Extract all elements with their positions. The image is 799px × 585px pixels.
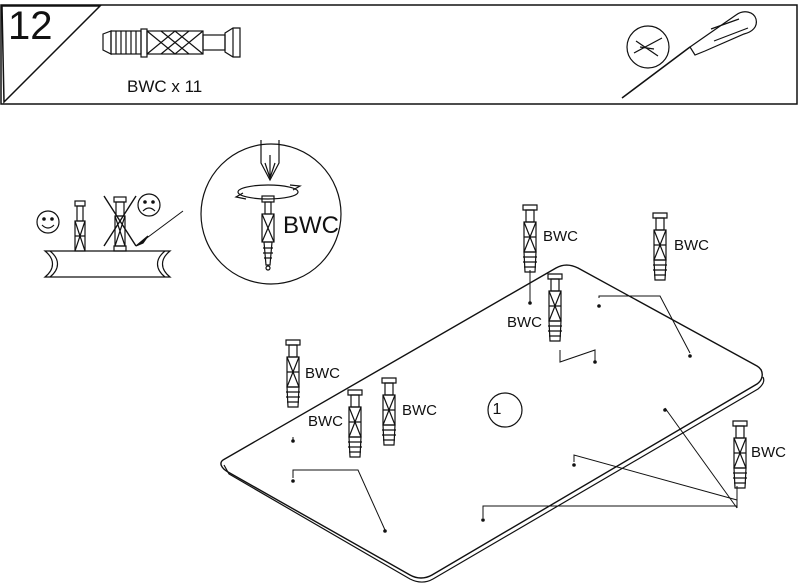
tightening-detail-circle: [200, 140, 342, 285]
callout-label: BWC: [507, 314, 542, 331]
sad-face-icon: [137, 193, 161, 217]
cam-dowel: [347, 389, 363, 458]
correct-vs-incorrect-inset: [36, 193, 184, 278]
smiley-face-icon: [36, 210, 60, 234]
cam-dowel: [732, 420, 748, 489]
cam-dowel: [381, 377, 397, 446]
cam-dowel: [547, 273, 563, 342]
panel-1: [220, 264, 765, 583]
header-frame: [0, 4, 798, 105]
hole-leaders: [292, 270, 738, 531]
dowel-correct: [74, 200, 86, 252]
cam-dowel-part-icon: [102, 27, 241, 58]
cam-dowel: [285, 339, 301, 408]
callout-label: BWC: [674, 237, 709, 254]
cam-dowel: [652, 212, 668, 281]
dowel-incorrect: [103, 195, 137, 252]
part-quantity: BWC x 11: [127, 77, 203, 96]
phillips-screwdriver-icon: [621, 11, 757, 99]
detail-part-label: BWC: [283, 212, 339, 239]
callout-label: BWC: [308, 413, 343, 430]
step-number: 12: [8, 4, 53, 48]
hole-markers: [291, 301, 692, 533]
step-number-corner: [1, 5, 102, 104]
callout-label: BWC: [402, 402, 437, 419]
panel-part-number: 1: [492, 401, 502, 418]
cam-dowel: [522, 204, 538, 273]
cam-dowels: [285, 204, 748, 489]
callout-label: BWC: [751, 444, 786, 461]
callout-label: BWC: [543, 228, 578, 245]
callout-label: BWC: [305, 365, 340, 382]
